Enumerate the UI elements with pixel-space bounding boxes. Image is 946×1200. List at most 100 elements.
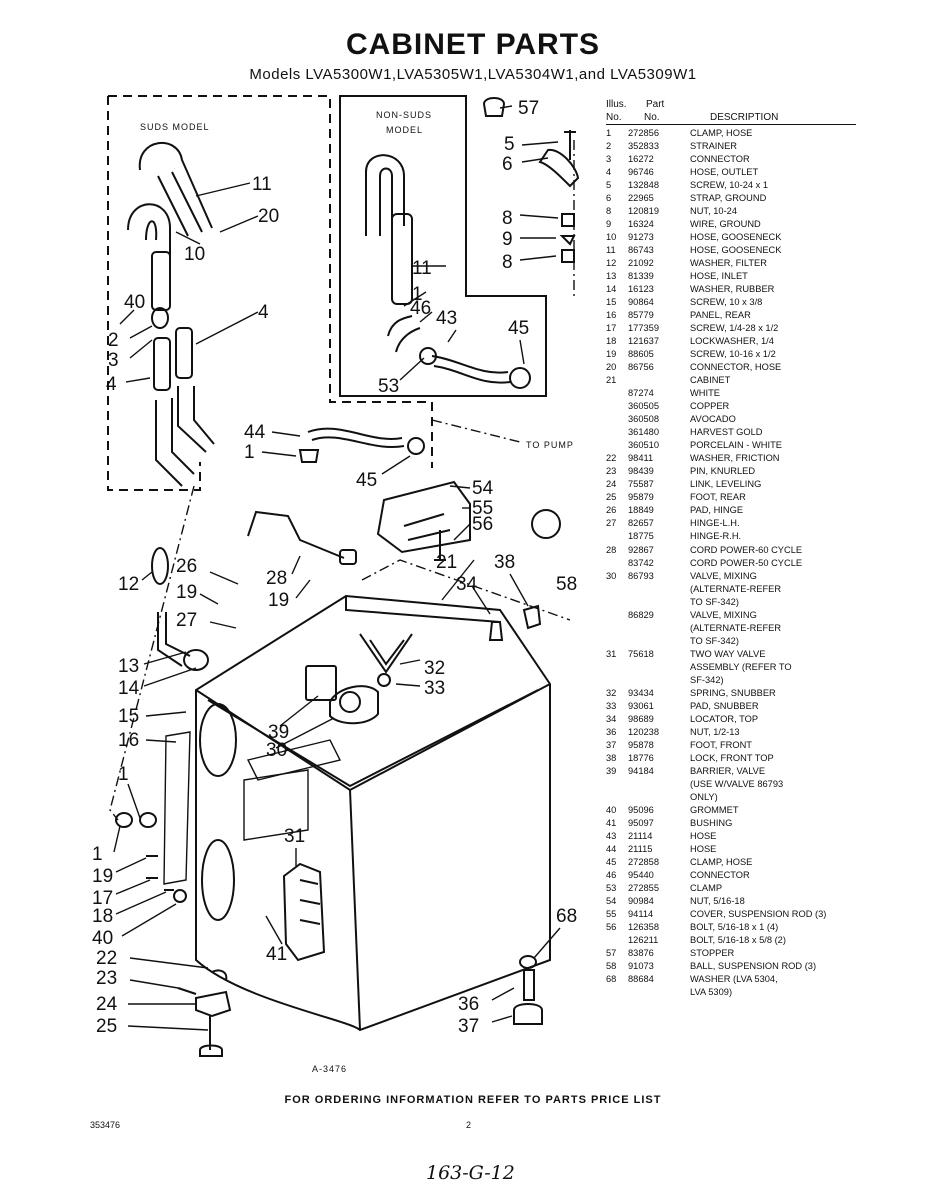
illus-number bbox=[606, 609, 628, 622]
part-number: 93061 bbox=[628, 700, 654, 711]
part-number: 16123 bbox=[628, 284, 654, 295]
callout-number: 31 bbox=[284, 826, 305, 847]
part-description: BARRIER, VALVE bbox=[690, 765, 766, 776]
handwritten-note: 163-G-12 bbox=[426, 1162, 515, 1184]
part-number: 126358 bbox=[628, 921, 660, 932]
part-number: 272858 bbox=[628, 856, 660, 867]
callout-number: 10 bbox=[184, 244, 205, 265]
part-number: 95879 bbox=[628, 492, 654, 503]
callout-number: 9 bbox=[502, 229, 513, 250]
part-number bbox=[628, 583, 690, 596]
part-number: 81339 bbox=[628, 271, 654, 282]
callout-number: 37 bbox=[458, 1016, 479, 1037]
part-description: STRAINER bbox=[690, 141, 738, 152]
illus-number: 22 bbox=[606, 453, 617, 464]
illus-number bbox=[606, 387, 628, 400]
illus-number: 19 bbox=[606, 349, 617, 360]
part-description: COVER, SUSPENSION ROD (3) bbox=[690, 908, 827, 919]
part-description: HOSE, OUTLET bbox=[690, 167, 759, 178]
part-number: 132848 bbox=[628, 180, 660, 191]
table-row: TO SF-342) bbox=[606, 635, 856, 648]
illus-number bbox=[606, 635, 628, 648]
callout-number: 68 bbox=[556, 906, 577, 927]
header-illus: Illus. bbox=[606, 99, 627, 110]
to-pump-label: TO PUMP bbox=[526, 440, 574, 450]
callout-number: 40 bbox=[124, 292, 145, 313]
callout-number: 12 bbox=[118, 574, 139, 595]
illus-number: 8 bbox=[606, 206, 612, 217]
part-description: CLAMP bbox=[690, 882, 723, 893]
two-way-valve bbox=[282, 862, 326, 962]
part-description: WASHER (LVA 5304, bbox=[690, 974, 778, 985]
illus-number: 25 bbox=[606, 492, 617, 503]
part-number: 272856 bbox=[628, 128, 660, 138]
illus-number: 14 bbox=[606, 284, 617, 295]
table-row: LVA 5309) bbox=[606, 986, 856, 999]
illus-number: 26 bbox=[606, 505, 617, 516]
table-row: (ALTERNATE-REFER bbox=[606, 622, 856, 635]
part-description: HOSE, GOOSENECK bbox=[690, 232, 782, 243]
document-number: 353476 bbox=[90, 1120, 121, 1130]
gooseneck-hose-10 bbox=[127, 203, 171, 300]
ordering-note: FOR ORDERING INFORMATION REFER TO PARTS … bbox=[284, 1094, 662, 1106]
header-description: DESCRIPTION bbox=[710, 112, 779, 123]
nonsuds-label-line1: NON-SUDS bbox=[376, 110, 432, 120]
part-number bbox=[628, 661, 690, 674]
part-number: 87274 bbox=[628, 388, 654, 399]
table-row: SF-342) bbox=[606, 674, 856, 687]
illus-number: 16 bbox=[606, 310, 617, 321]
illus-number: 11 bbox=[606, 245, 616, 256]
callout-number: 3 bbox=[108, 350, 119, 371]
callout-number: 23 bbox=[96, 968, 117, 989]
part-description: BOLT, 5/16-18 x 5/8 (2) bbox=[690, 934, 786, 945]
illus-number: 24 bbox=[606, 479, 617, 490]
hose-44 bbox=[307, 427, 405, 448]
part-number: 126211 bbox=[628, 934, 659, 945]
suds-panel-border bbox=[107, 95, 433, 491]
callout-number: 44 bbox=[244, 422, 266, 443]
illus-number: 4 bbox=[606, 167, 612, 178]
part-description: PORCELAIN - WHITE bbox=[690, 440, 782, 451]
callout-number: 11 bbox=[252, 174, 272, 195]
part-number: 21115 bbox=[628, 843, 653, 854]
illus-number bbox=[606, 583, 628, 596]
part-number: 86743 bbox=[628, 245, 654, 256]
part-description: NUT, 5/16-18 bbox=[690, 895, 745, 906]
header-part: Part bbox=[646, 99, 665, 110]
part-description: STOPPER bbox=[690, 947, 735, 958]
models-subtitle: Models LVA5300W1,LVA5305W1,LVA5304W1,and… bbox=[249, 66, 697, 83]
part-number bbox=[628, 791, 690, 804]
part-number: 91273 bbox=[628, 232, 654, 243]
part-description: CORD POWER-60 CYCLE bbox=[690, 544, 803, 555]
callout-number: 45 bbox=[508, 318, 529, 339]
part-number: 75618 bbox=[628, 648, 654, 659]
part-description: ASSEMBLY (REFER TO bbox=[690, 661, 792, 672]
illus-number bbox=[606, 439, 628, 452]
illus-number: 2 bbox=[606, 141, 612, 152]
part-description: FOOT, FRONT bbox=[690, 739, 752, 750]
part-description: COPPER bbox=[690, 401, 730, 412]
illus-number: 55 bbox=[606, 908, 617, 919]
part-number: 360508 bbox=[628, 414, 660, 425]
callout-number: 41 bbox=[266, 944, 287, 965]
part-description: (ALTERNATE-REFER bbox=[690, 583, 782, 594]
part-description: ONLY) bbox=[690, 791, 718, 802]
part-description: BUSHING bbox=[690, 817, 733, 828]
drawing-reference: A-3476 bbox=[312, 1064, 348, 1074]
illus-number: 40 bbox=[606, 804, 617, 815]
